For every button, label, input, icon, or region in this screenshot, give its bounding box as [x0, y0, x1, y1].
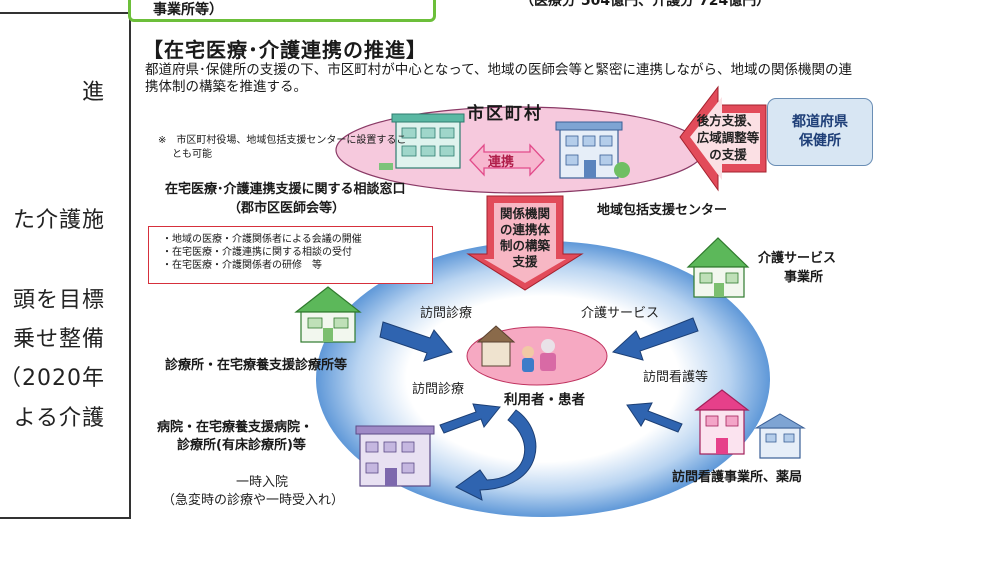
left-panel-line: 乗せ整備 [12, 327, 105, 352]
flow-label-visit-nursing: 訪問看護等 [643, 370, 709, 385]
top-green-box: 事業所等） [128, 0, 436, 22]
community-center-building [555, 121, 630, 179]
prefecture-box: 都道府県 保健所 [767, 98, 873, 166]
hospital-building [355, 425, 435, 487]
activity-item: ・在宅医療・介護関係者の研修 等 [162, 260, 322, 271]
clinic-label: 診療所・在宅療養支援診療所等 [165, 358, 348, 373]
arrow-from-clinic [379, 321, 453, 362]
left-panel-line: （2020年 [0, 366, 105, 391]
arrow-from-hospital [439, 403, 501, 434]
care-service-building [686, 237, 750, 298]
flow-label-visit-medical-2: 訪問診療 [412, 382, 465, 397]
top-box-text: 事業所等） [153, 2, 223, 18]
municipality-title: 市区町村 [467, 104, 543, 124]
down-arrow-line: 制の構築 [499, 238, 550, 253]
link-double-arrow [469, 143, 545, 177]
support-arrow-line: 後方支援、 [696, 113, 760, 128]
prefecture-label-1: 都道府県 [792, 114, 848, 130]
flow-label-visit-medical: 訪問診療 [420, 306, 473, 321]
flow-label-care-service: 介護サービス [581, 306, 660, 321]
consult-window-building [379, 113, 465, 170]
left-text-panel: 進 た介護施 頭を目標 乗せ整備 （2020年 よる介護 [0, 12, 131, 519]
left-panel-line: 頭を目標 [12, 288, 105, 313]
care-service-label-2: 事業所 [784, 270, 824, 285]
pharmacy-building [754, 413, 806, 459]
consult-window-label: 在宅医療･介護連携支援に関する相談窓口 [165, 182, 406, 197]
left-panel-line: 進 [81, 80, 105, 105]
municipality-note: ※ 市区町村役場、地域包括支援センターに設置することも可能 [158, 135, 407, 160]
admission-curve-arrow [455, 409, 537, 501]
left-panel-line: よる介護 [13, 406, 105, 431]
patient-label: 利用者・患者 [504, 392, 585, 408]
support-arrow-line: 広域調整等 [696, 130, 760, 145]
admission-label-1: 一時入院 [236, 475, 289, 490]
care-service-label-1: 介護サービス [758, 251, 837, 266]
activity-item: ・地域の医療・介護関係者による会議の開催 [162, 234, 362, 245]
nursing-station-building [694, 389, 750, 455]
nursing-pharmacy-label: 訪問看護事業所、薬局 [672, 470, 803, 485]
support-arrow-line: の支援 [709, 147, 747, 162]
hospital-label-2: 診療所(有床診療所)等 [177, 438, 306, 453]
down-arrow-line: 関係機関 [499, 206, 550, 221]
left-panel-line: た介護施 [12, 208, 105, 233]
down-arrow-line: 支援 [512, 254, 538, 269]
admission-label-2: （急変時の診療や一時受入れ） [162, 493, 345, 508]
activity-item: ・在宅医療・介護連携に関する相談の受付 [162, 247, 352, 258]
arrow-from-nursing [626, 402, 683, 433]
community-center-label: 地域包括支援センター [597, 203, 728, 218]
hospital-label-1: 病院・在宅療養支援病院・ [157, 420, 314, 435]
consult-window-sub: （郡市区医師会等） [228, 201, 346, 216]
top-budget-text: （医療分 504億円、介護分 724億円） [520, 0, 771, 9]
clinic-building [294, 286, 362, 343]
activities-box: ・地域の医療・介護関係者による会議の開催 ・在宅医療・介護連携に関する相談の受付… [148, 226, 433, 284]
down-arrow-line: の連携体 [499, 222, 550, 237]
patient-people-icon [522, 339, 556, 372]
arrow-from-care-service [611, 317, 699, 361]
link-label: 連携 [488, 155, 515, 170]
patient-house [476, 325, 516, 367]
support-arrow-text: 後方支援、 広域調整等 の支援 [690, 112, 766, 163]
prefecture-label-2: 保健所 [799, 133, 841, 149]
section-title: 【在宅医療･介護連携の推進】 [143, 38, 427, 62]
down-arrow-text: 関係機関 の連携体 制の構築 支援 [490, 206, 560, 270]
section-intro: 都道府県･保健所の支援の下、市区町村が中心となって、地域の医師会等と緊密に連携し… [145, 62, 852, 95]
